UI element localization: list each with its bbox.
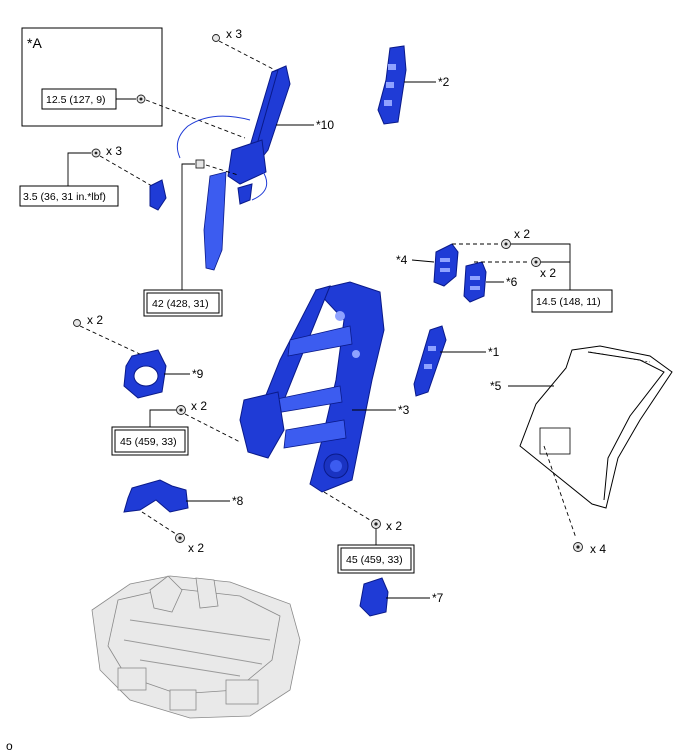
nut-mid-icon [195,159,205,169]
part-2-bracket [377,45,407,125]
torque-left2: 45 (459, 33) [120,436,177,448]
part-1-bracket [413,325,447,397]
seat-cushion-frame [91,575,301,719]
callout-6: *6 [506,275,518,289]
callout-9: *9 [192,367,204,381]
callout-4: *4 [396,253,408,267]
part-7-bracket [359,577,389,617]
bolt-8-icon [175,533,185,543]
callout-8: *8 [232,494,244,508]
torque-low: 45 (459, 33) [346,554,403,566]
bolt-left-icon [91,148,101,158]
part-9-bracket [123,349,167,399]
inset-torque-text: 12.5 (127, 9) [46,94,106,106]
qty-bolt8: x 2 [188,541,204,555]
part-4-bracket [433,243,459,287]
qty-bolt-low: x 2 [386,519,402,533]
part-10-seatbelt-assembly [176,65,291,271]
torque-box-left [19,185,119,207]
torque-left: 3.5 (36, 31 in.*lbf) [23,191,106,203]
inset-frame [21,27,163,127]
qty-left: x 3 [106,144,122,158]
qty-bolt5: x 4 [590,542,606,556]
part-8-bracket [123,479,189,513]
torque-box-right [531,289,613,313]
qty-nut-a: x 2 [514,227,530,241]
torque-right: 14.5 (148, 11) [536,296,601,308]
callout-3: *3 [398,403,410,417]
bolt-3-icon [176,405,186,415]
callout-2: *2 [438,75,450,89]
callout-1: *1 [488,345,500,359]
callout-7: *7 [432,591,444,605]
part-3-seatback-frame [239,281,385,493]
inset-label: *A [27,35,42,51]
qty-nut-b: x 2 [540,266,556,280]
bolt-5-icon [573,542,583,552]
part-5-seatback-cover [519,345,673,509]
qty-bolt3: x 2 [191,399,207,413]
qty-top: x 3 [226,27,242,41]
qty-bolt9: x 2 [87,313,103,327]
part-6-bracket [463,261,487,303]
nut-a-icon [501,239,511,249]
corner-mark: o [6,739,13,753]
callout-10: *10 [316,118,334,132]
belt-guide-part [149,179,167,211]
bolt-9-icon [73,319,81,327]
inset-nut-icon [136,94,146,104]
bolt-low-icon [371,519,381,529]
nut-b-icon [531,257,541,267]
torque-mid: 42 (428, 31) [152,298,209,310]
bolt-top-icon [212,34,220,42]
callout-5: *5 [490,379,502,393]
